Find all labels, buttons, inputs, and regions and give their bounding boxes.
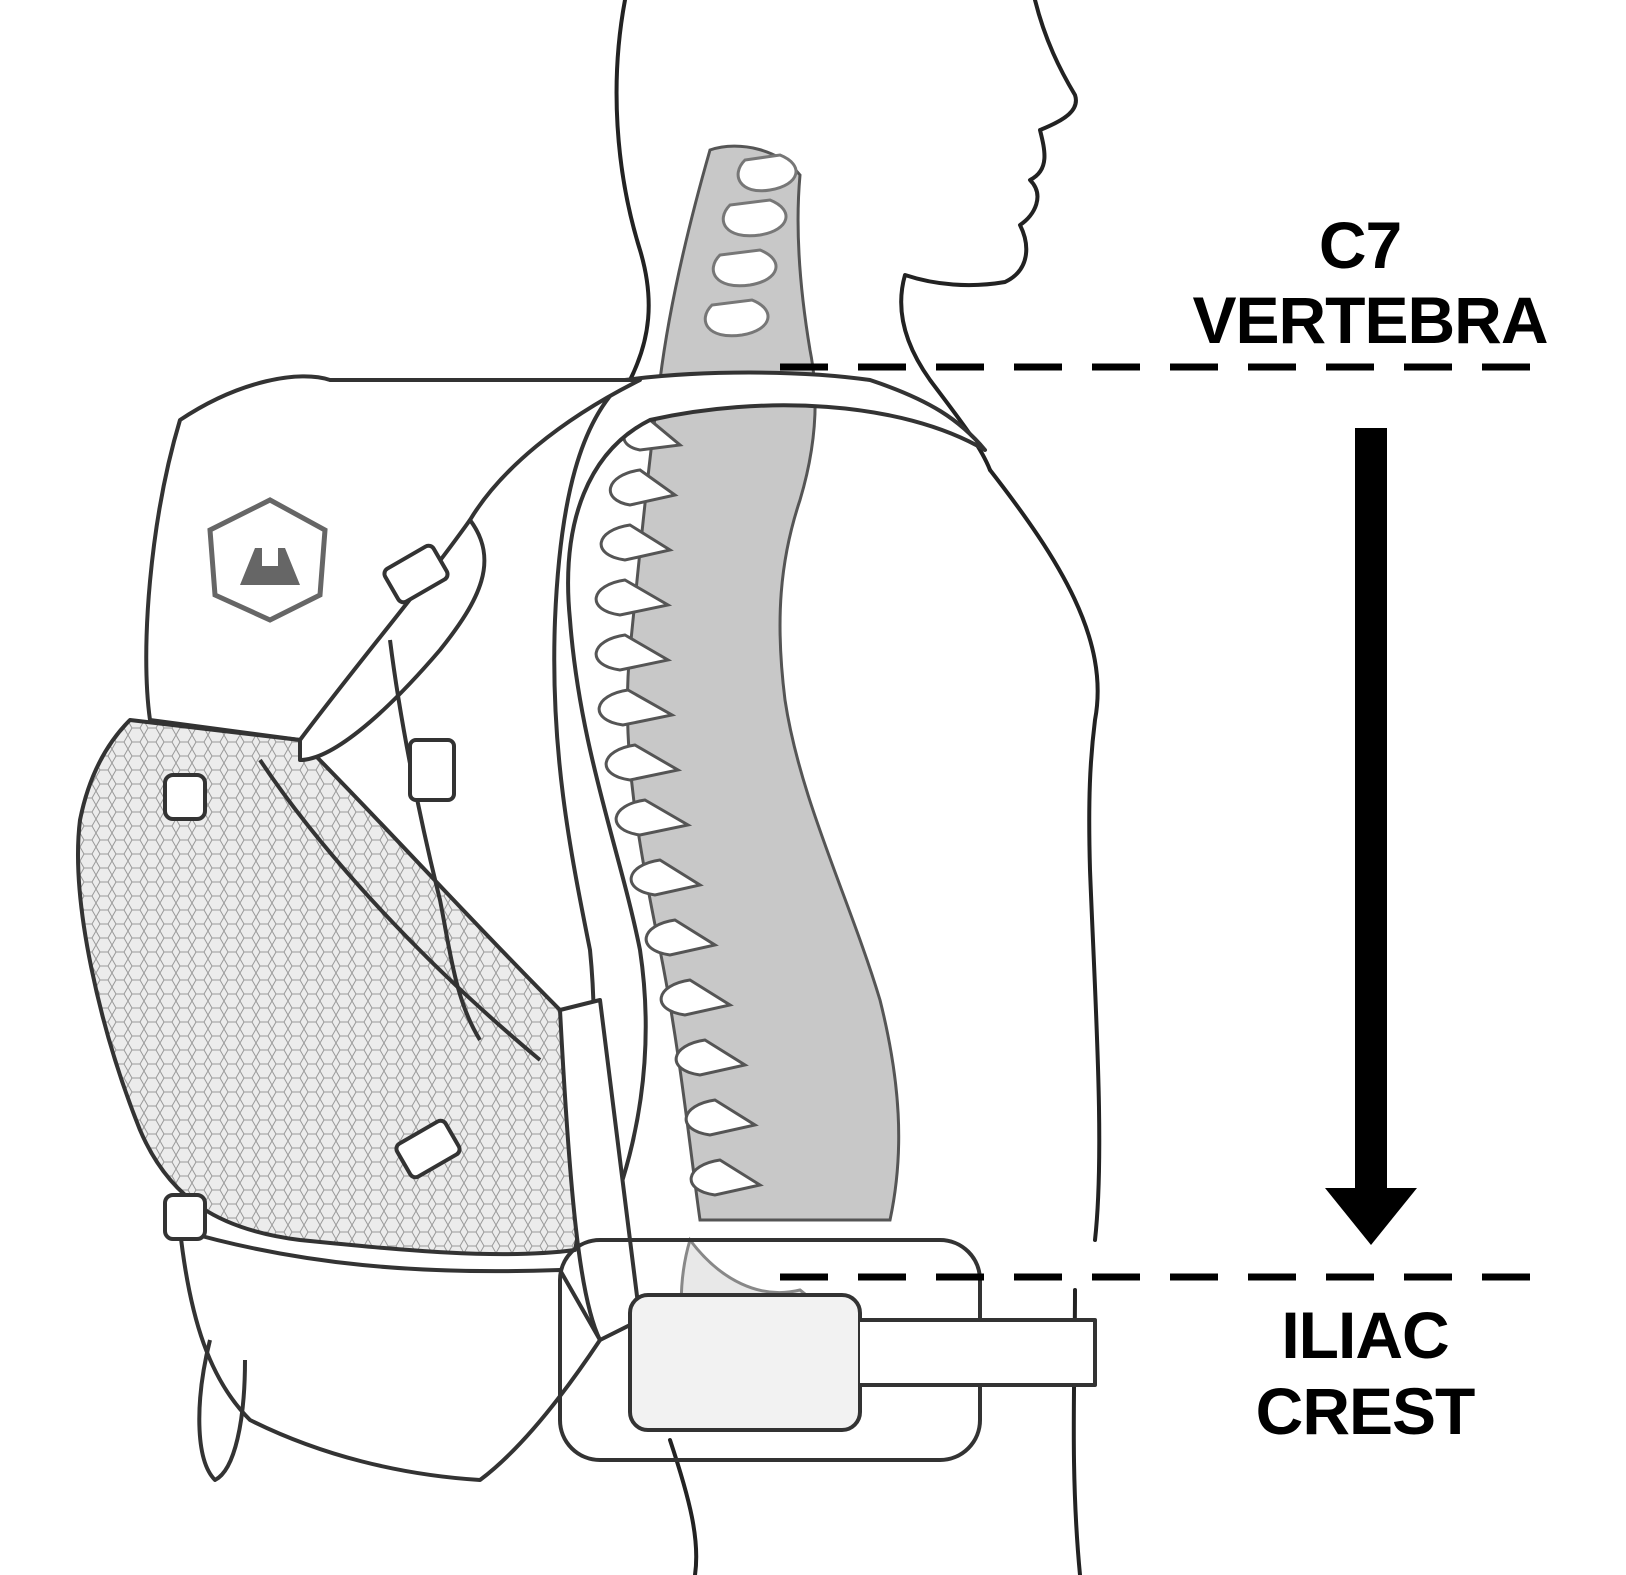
side-loop-lower — [163, 1193, 207, 1241]
hip-belt-strap — [860, 1318, 1097, 1387]
crest-label: CREST — [1255, 1374, 1476, 1448]
hip-belt — [558, 1238, 1097, 1462]
mesh-side-pocket — [76, 718, 585, 1257]
head-outline — [614, 0, 651, 382]
reference-lines — [780, 363, 1530, 1281]
side-loop-upper — [163, 773, 207, 821]
down-arrow-icon — [1325, 428, 1417, 1245]
strap-buckle-upper — [382, 543, 450, 605]
backpack — [76, 370, 987, 1482]
hip-belt-pocket — [628, 1293, 862, 1432]
hexagon-h-logo-icon — [207, 497, 328, 623]
strap-line — [388, 639, 482, 1042]
hang-loop — [197, 1339, 247, 1482]
backpack-bottom — [178, 1228, 602, 1482]
strap-buckle-chest — [408, 738, 456, 802]
vertebra-processes — [594, 418, 764, 1197]
vertebra-label: VERTEBRA — [1192, 283, 1548, 357]
shoulder-outline — [988, 468, 1102, 1242]
hip-belt-wing — [558, 998, 642, 1342]
cervical-vertebrae — [703, 153, 798, 338]
c7-label: C7 — [1318, 208, 1402, 282]
face-profile — [899, 0, 1078, 472]
spine-illustration — [594, 144, 901, 1432]
compression-strap — [258, 758, 542, 1062]
strap-buckle-lower — [394, 1118, 462, 1180]
iliac-label: ILIAC — [1281, 1298, 1449, 1372]
